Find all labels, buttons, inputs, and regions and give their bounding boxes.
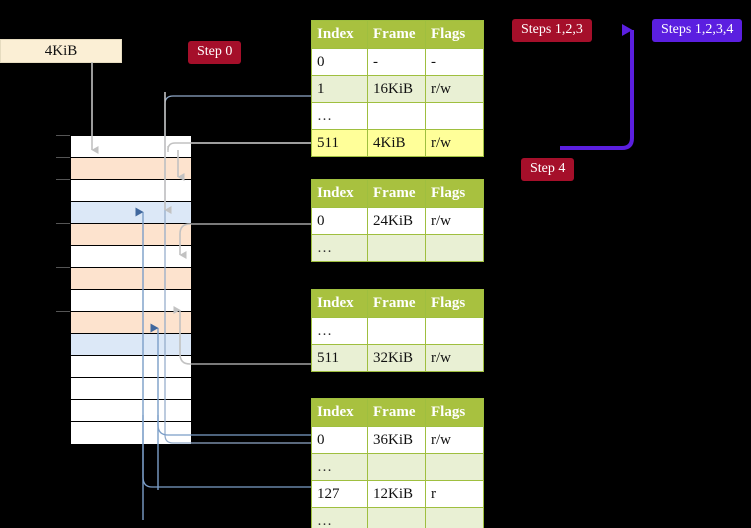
cell-flags — [425, 453, 484, 481]
memory-tick — [56, 179, 70, 180]
memory-frame-row — [71, 268, 191, 290]
steps-123-label: Steps 1,2,3 — [521, 22, 583, 37]
cell-flags: r/w — [425, 207, 484, 235]
cell-flags — [425, 507, 484, 528]
cell-index: … — [311, 234, 368, 262]
column-header-index: Index — [311, 398, 368, 427]
cell-frame — [367, 453, 426, 481]
cell-frame — [367, 102, 426, 130]
memory-frame-row — [71, 290, 191, 312]
table-row: … — [311, 507, 484, 528]
cell-frame: 16KiB — [367, 75, 426, 103]
cell-index: 0 — [311, 426, 368, 454]
column-header-flags: Flags — [425, 289, 484, 318]
memory-frame-row — [71, 356, 191, 378]
cell-flags: - — [425, 48, 484, 76]
memory-frame-row — [71, 180, 191, 202]
size-label-text: 4KiB — [44, 42, 78, 59]
memory-frame-row — [71, 312, 191, 334]
memory-tick — [56, 135, 70, 136]
column-header-frame: Frame — [367, 289, 426, 318]
column-header-flags: Flags — [425, 179, 484, 208]
steps-123-badge: Steps 1,2,3 — [512, 19, 592, 42]
column-header-frame: Frame — [367, 20, 426, 49]
column-header-index: Index — [311, 179, 368, 208]
cell-flags: r/w — [425, 75, 484, 103]
cell-index: … — [311, 317, 368, 345]
physical-memory-column — [70, 136, 191, 444]
cell-frame: 4KiB — [367, 129, 426, 157]
column-header-flags: Flags — [425, 398, 484, 427]
step4-label: Step 4 — [530, 161, 566, 176]
cell-frame — [367, 507, 426, 528]
memory-frame-row — [71, 224, 191, 246]
memory-tick — [56, 223, 70, 224]
table-row: … — [311, 102, 484, 130]
step0-label: Step 0 — [197, 44, 233, 59]
cell-frame: 12KiB — [367, 480, 426, 508]
cell-frame: 24KiB — [367, 207, 426, 235]
cell-frame: 36KiB — [367, 426, 426, 454]
size-label-box: 4KiB — [0, 39, 122, 63]
table-row: 0-- — [311, 48, 484, 76]
memory-tick — [56, 311, 70, 312]
column-header-frame: Frame — [367, 179, 426, 208]
memory-tick — [56, 157, 70, 158]
cell-index: 1 — [311, 75, 368, 103]
memory-frame-row — [71, 158, 191, 180]
cell-flags — [425, 102, 484, 130]
table-row: … — [311, 453, 484, 481]
cell-index: 127 — [311, 480, 368, 508]
memory-frame-row — [71, 378, 191, 400]
steps-1234-badge: Steps 1,2,3,4 — [652, 19, 743, 42]
cell-index: 0 — [311, 207, 368, 235]
memory-frame-row — [71, 422, 191, 444]
cell-index: … — [311, 453, 368, 481]
memory-frame-row — [71, 400, 191, 422]
cell-flags: r/w — [425, 129, 484, 157]
cell-frame: - — [367, 48, 426, 76]
cell-index: 0 — [311, 48, 368, 76]
memory-frame-row — [71, 334, 191, 356]
cell-frame — [367, 234, 426, 262]
memory-frame-row — [71, 246, 191, 268]
cell-index: 511 — [311, 344, 368, 372]
cell-index: … — [311, 507, 368, 528]
wire-steps-bracket — [560, 24, 634, 150]
memory-frame-row — [71, 136, 191, 158]
cell-flags — [425, 234, 484, 262]
column-header-flags: Flags — [425, 20, 484, 49]
cell-flags: r/w — [425, 344, 484, 372]
column-header-frame: Frame — [367, 398, 426, 427]
cell-index: … — [311, 102, 368, 130]
cell-frame: 32KiB — [367, 344, 426, 372]
cell-frame — [367, 317, 426, 345]
cell-flags: r — [425, 480, 484, 508]
step0-badge: Step 0 — [188, 41, 242, 64]
steps-1234-label: Steps 1,2,3,4 — [661, 22, 734, 37]
cell-flags — [425, 317, 484, 345]
step4-badge: Step 4 — [521, 158, 575, 181]
cell-flags: r/w — [425, 426, 484, 454]
memory-tick — [56, 267, 70, 268]
cell-index: 511 — [311, 129, 368, 157]
table-row: … — [311, 317, 484, 345]
memory-frame-row — [71, 202, 191, 224]
column-header-index: Index — [311, 20, 368, 49]
column-header-index: Index — [311, 289, 368, 318]
table-row: … — [311, 234, 484, 262]
